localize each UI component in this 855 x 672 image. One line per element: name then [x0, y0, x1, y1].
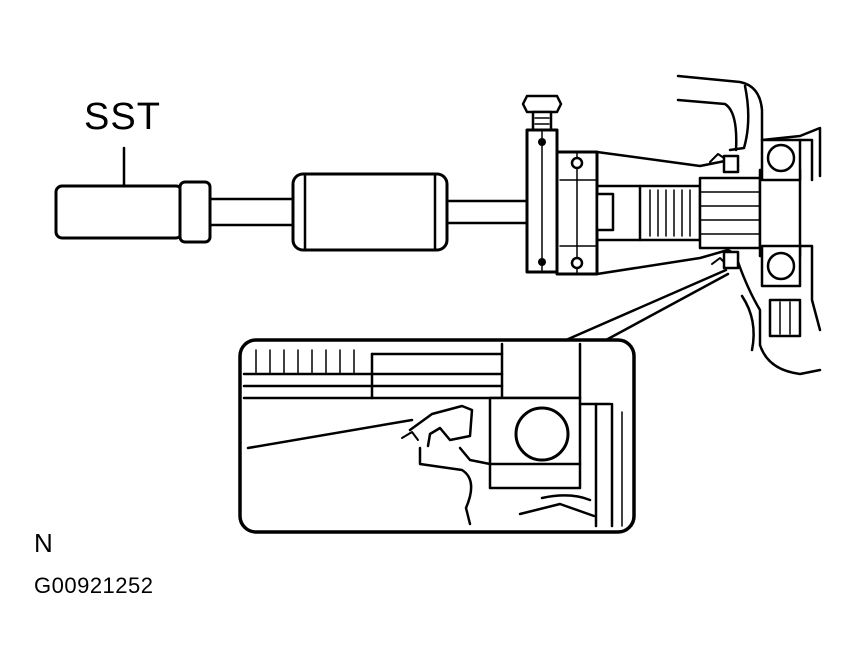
- detail-view: [238, 338, 636, 534]
- figure-id: G00921252: [34, 573, 154, 598]
- detail-callout-pointer: [564, 268, 730, 342]
- slide-hammer-handle: [54, 184, 184, 240]
- detail-jaw-line: [246, 418, 414, 450]
- lower-oil-seal: [722, 250, 740, 270]
- slide-hammer: [54, 146, 530, 252]
- detail-bearing-ball: [514, 406, 570, 462]
- upper-oil-seal: [722, 154, 740, 174]
- lower-bearing-ball: [766, 251, 796, 281]
- detail-oil-seal: [408, 404, 474, 448]
- puller-bolt-head: [521, 94, 563, 114]
- puller-lower-jaw: [595, 248, 740, 276]
- sst-label: SST: [84, 96, 161, 138]
- slide-hammer-weight: [291, 172, 449, 252]
- upper-bearing-ball: [766, 143, 796, 173]
- axle-housing: [676, 74, 822, 376]
- note-label: N: [34, 528, 53, 558]
- slide-hammer-collar: [178, 180, 212, 244]
- axle-shaft: [638, 168, 802, 258]
